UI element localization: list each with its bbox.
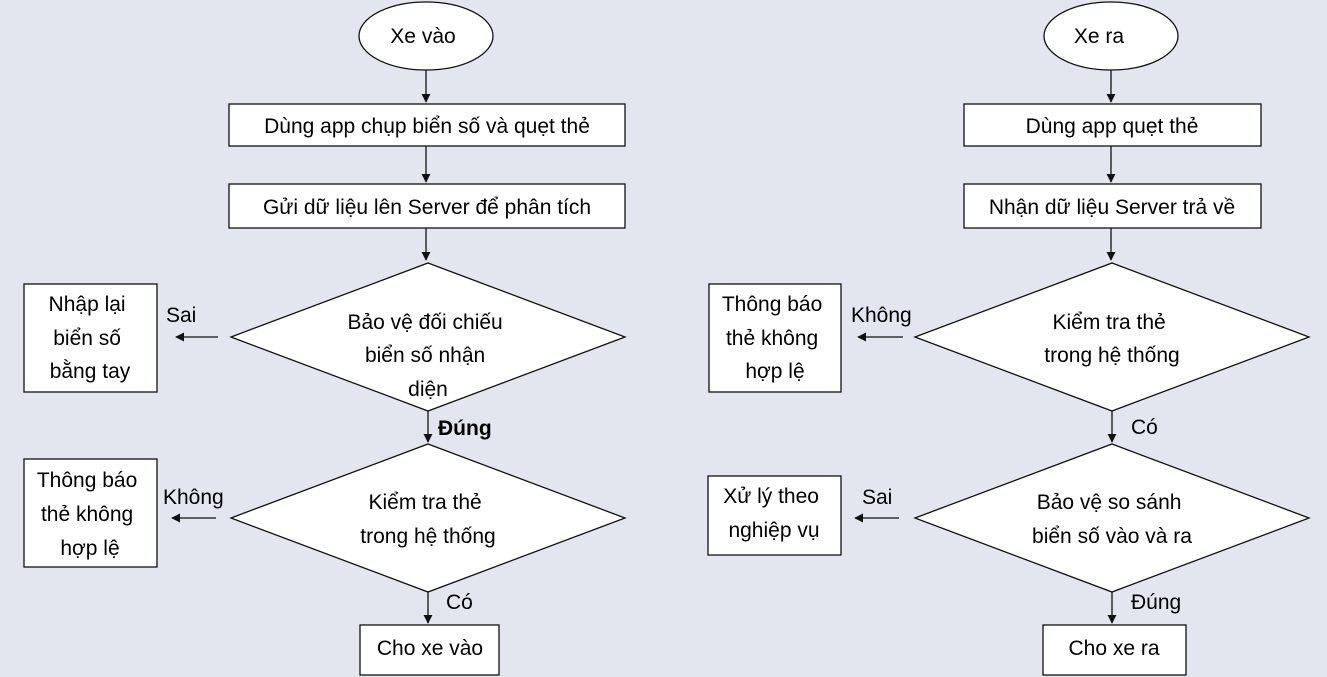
entry-decision1-line3: diện [408,378,448,401]
entry-decision1-yes-label: Đúng [438,417,492,440]
exit-decision2-line2: biển số vào và ra [1032,525,1192,548]
entry-step2-box[interactable]: Gửi dữ liệu lên Server để phân tích [228,183,626,229]
entry-decision1-no-text: Nhập lại biển số bằng tay [49,293,132,383]
exit-decision1-no-line3: hợp lệ [745,360,804,383]
exit-end-text: Cho xe ra [1068,637,1159,660]
exit-flow: Xe ra Dùng app quẹt thẻ Nhận dữ liệu Ser… [707,1,1311,676]
entry-decision1-no-line1: Nhập lại [49,293,126,316]
exit-start-node[interactable]: Xe ra [1043,1,1179,71]
entry-decision2-text: Kiểm tra thẻ trong hệ thống [360,491,495,548]
exit-decision1-line1: Kiểm tra thẻ [1052,311,1165,334]
exit-decision1-line2: trong hệ thống [1044,344,1179,367]
entry-step2-text: Gửi dữ liệu lên Server để phân tích [263,196,591,219]
entry-end-box[interactable]: Cho xe vào [359,624,500,676]
entry-decision1-diamond[interactable]: Bảo vệ đối chiếu biển số nhận diện [229,262,627,412]
exit-step2-box[interactable]: Nhận dữ liệu Server trả về [963,183,1262,229]
entry-decision2-no-label: Không [163,486,224,509]
exit-end-box[interactable]: Cho xe ra [1042,624,1187,676]
exit-step1-text: Dùng app quẹt thẻ [1026,115,1199,138]
exit-start-text: Xe ra [1074,25,1125,48]
exit-decision1-no-text: Thông báo thẻ không hợp lệ [722,293,828,383]
exit-decision2-no-box[interactable]: Xử lý theo nghiệp vụ [707,475,842,556]
entry-start-node[interactable]: Xe vào [358,1,494,71]
entry-decision2-yes-label: Có [446,591,473,614]
entry-step1-box[interactable]: Dùng app chụp biển số và quẹt thẻ [228,103,626,147]
entry-step1-text: Dùng app chụp biển số và quẹt thẻ [264,115,590,138]
entry-decision2-no-text: Thông báo thẻ không hợp lệ [37,469,143,560]
entry-decision2-no-line2: thẻ không [41,503,133,526]
entry-decision2-no-line1: Thông báo [37,469,137,492]
exit-decision1-no-box[interactable]: Thông báo thẻ không hợp lệ [708,283,842,393]
entry-end-text: Cho xe vào [377,637,483,660]
exit-decision2-text: Bảo vệ so sánh biển số vào và ra [1032,491,1192,548]
entry-flow: Xe vào Dùng app chụp biển số và quẹt thẻ… [23,1,627,676]
entry-decision1-no-line2: biển số [53,327,121,350]
exit-decision1-no-line2: thẻ không [726,327,818,350]
exit-decision1-yes-label: Có [1131,416,1158,439]
exit-decision2-line1: Bảo vệ so sánh [1037,491,1182,514]
exit-decision2-diamond[interactable]: Bảo vệ so sánh biển số vào và ra [913,443,1311,593]
entry-decision2-no-box[interactable]: Thông báo thẻ không hợp lệ [23,458,158,568]
entry-decision2-diamond[interactable]: Kiểm tra thẻ trong hệ thống [229,443,627,593]
exit-decision2-no-text: Xử lý theo nghiệp vụ [723,485,825,542]
exit-decision2-yes-label: Đúng [1131,591,1181,614]
exit-decision2-no-line1: Xử lý theo [723,485,819,508]
entry-decision2-line1: Kiểm tra thẻ [368,491,481,514]
exit-decision2-no-label: Sai [862,486,892,509]
entry-start-text: Xe vào [390,25,455,48]
entry-decision1-no-box[interactable]: Nhập lại biển số bằng tay [23,283,158,393]
exit-decision1-no-label: Không [851,304,912,327]
exit-decision1-text: Kiểm tra thẻ trong hệ thống [1044,311,1179,367]
entry-decision2-line2: trong hệ thống [360,525,495,548]
entry-decision1-no-line3: bằng tay [50,360,131,383]
entry-decision2-no-line3: hợp lệ [60,537,119,560]
exit-decision1-no-line1: Thông báo [722,293,822,316]
entry-decision1-line2: biển số nhận [365,344,485,367]
entry-decision1-no-label: Sai [166,304,196,327]
entry-decision1-line1: Bảo vệ đối chiếu [347,311,502,334]
exit-step1-box[interactable]: Dùng app quẹt thẻ [963,103,1262,147]
exit-decision1-diamond[interactable]: Kiểm tra thẻ trong hệ thống [913,262,1311,412]
entry-decision1-text: Bảo vệ đối chiếu biển số nhận diện [347,311,508,401]
exit-step2-text: Nhận dữ liệu Server trả về [989,196,1235,219]
exit-decision2-no-line2: nghiệp vụ [728,519,819,542]
